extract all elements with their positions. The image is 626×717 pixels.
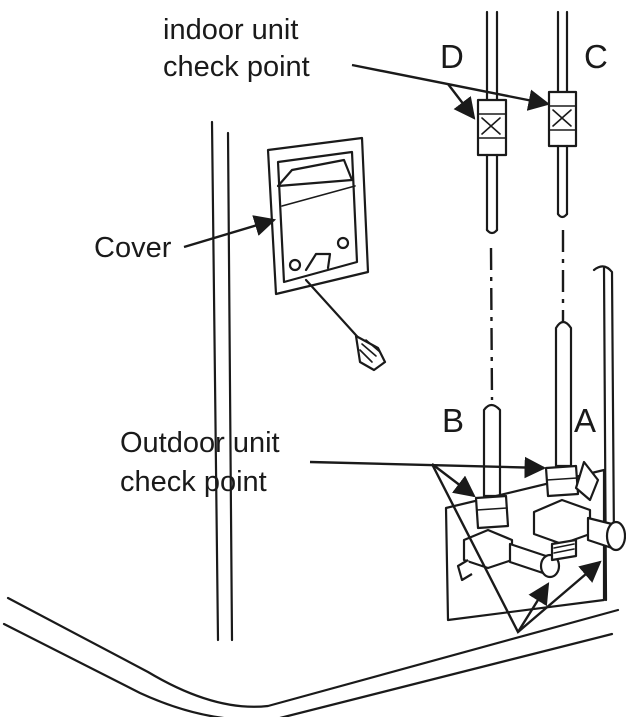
cover-screw: [304, 278, 387, 372]
point-d-label: D: [440, 38, 464, 75]
point-c-label: C: [584, 38, 608, 75]
indoor-check-point-label-line1: indoor unit: [163, 14, 298, 46]
outdoor-check-point-label-line2: check point: [120, 466, 267, 498]
outdoor-check-point-arrows: [309, 456, 547, 498]
outdoor-unit-body: [2, 120, 620, 717]
cover-screw-hole-right: [336, 236, 350, 250]
connection-line-b-d: [489, 247, 494, 401]
cover-screw-hole-left: [288, 258, 302, 272]
indoor-check-point-arrows: [351, 63, 551, 120]
outdoor-pipe-a: [554, 320, 573, 468]
indoor-pipe-c: [547, 10, 578, 219]
outdoor-check-point-label-line1: Outdoor unit: [120, 427, 280, 459]
valve-cap-arrows: [430, 463, 602, 634]
cover-arrow: [183, 215, 277, 249]
indoor-pipe-d: [476, 10, 508, 235]
point-a-label: A: [574, 402, 596, 439]
point-b-label: B: [442, 402, 464, 439]
outdoor-pipe-b: [482, 403, 502, 498]
service-valve-a: [532, 460, 626, 562]
cover-label: Cover: [94, 232, 172, 264]
service-cover: [266, 136, 370, 296]
indoor-check-point-label-line2: check point: [163, 51, 310, 83]
